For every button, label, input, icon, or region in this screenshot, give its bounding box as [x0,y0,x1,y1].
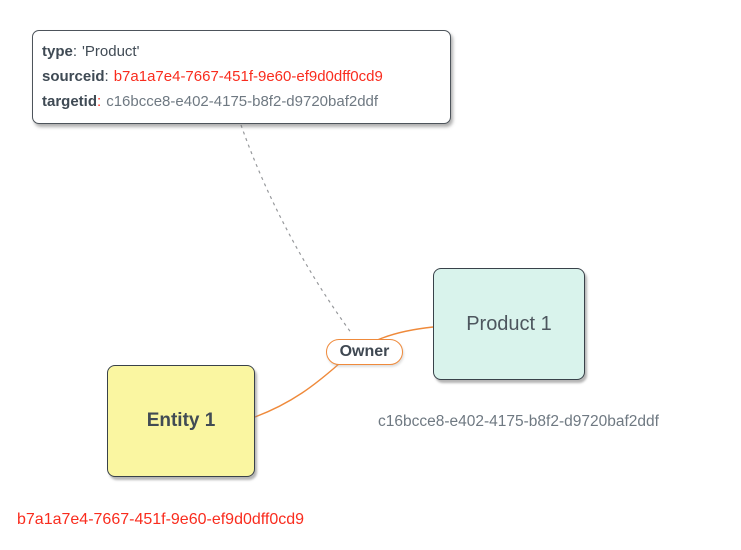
tooltip-type-value: 'Product' [82,43,140,60]
tooltip-type-label: type [42,43,73,60]
node-product-1[interactable]: Product 1 [433,268,585,380]
tooltip-row-targetid: targetid:c16bcce8-e402-4175-b8f2-d9720ba… [42,89,450,114]
node-entity-1-label: Entity 1 [146,410,216,431]
tooltip-type-colon: : [72,43,78,60]
node-product-1-label: Product 1 [466,312,552,335]
entity-uuid-label: b7a1a7e4-7667-451f-9e60-ef9d0dff0cd9 [17,511,305,528]
product-uuid-label: c16bcce8-e402-4175-b8f2-d9720baf2ddf [378,413,659,430]
tooltip-targetid-value: c16bcce8-e402-4175-b8f2-d9720baf2ddf [106,93,379,110]
owner-edge-label[interactable]: Owner [326,339,403,365]
tooltip-sourceid-label: sourceid [42,68,105,85]
edge-tooltip: type:'Product' sourceid:b7a1a7e4-7667-45… [32,30,451,124]
tooltip-targetid-colon: : [97,93,102,110]
owner-edge-label-text: Owner [339,343,390,360]
tooltip-connector-line [240,124,353,335]
tooltip-sourceid-value: b7a1a7e4-7667-451f-9e60-ef9d0dff0cd9 [113,68,383,85]
tooltip-row-type: type:'Product' [42,39,450,64]
tooltip-row-sourceid: sourceid:b7a1a7e4-7667-451f-9e60-ef9d0df… [42,64,450,89]
node-entity-1[interactable]: Entity 1 [107,365,255,477]
tooltip-sourceid-colon: : [104,68,109,85]
tooltip-targetid-label: targetid [42,93,98,110]
